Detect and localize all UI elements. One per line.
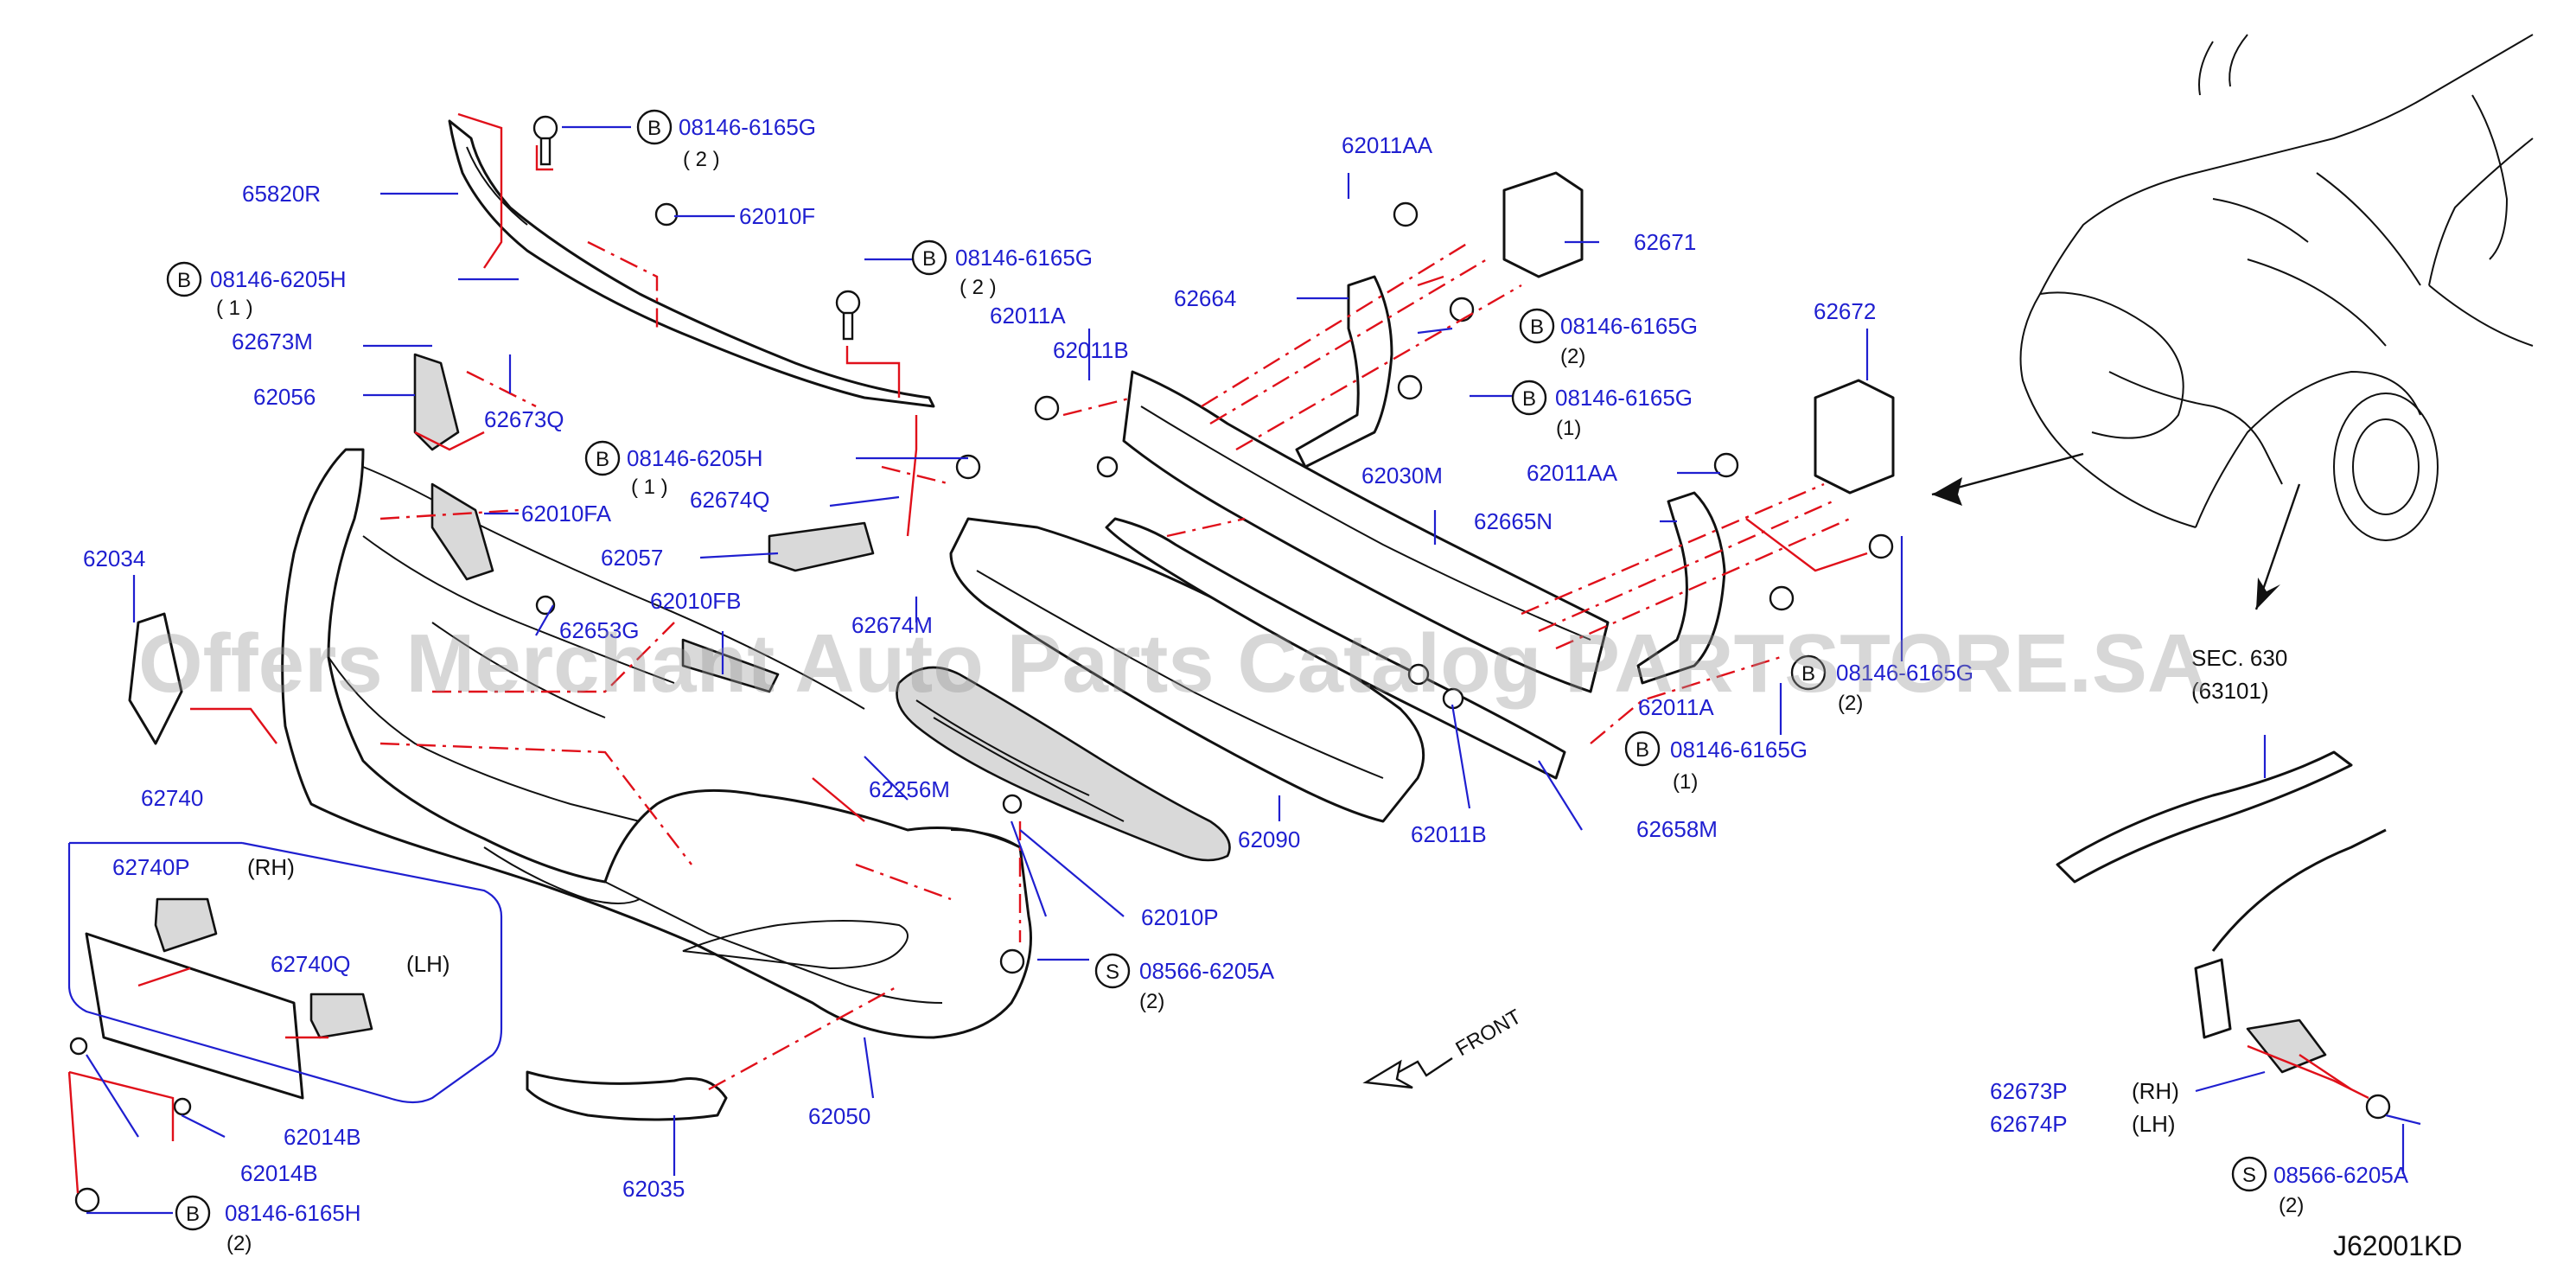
- qty-label: (2): [1838, 692, 1863, 715]
- part-label-62674M: 62674M: [851, 612, 933, 638]
- qty-label: ( 2 ): [960, 276, 997, 299]
- part-label-62672: 62672: [1814, 298, 1876, 324]
- screw-callout: S: [1106, 961, 1119, 984]
- callout-circles: B B B B B S B B B B S: [166, 109, 2267, 1231]
- part-label-62030M: 62030M: [1361, 463, 1443, 488]
- qty-label: (2): [1560, 345, 1585, 368]
- screw-label: 08566-6205A: [2273, 1162, 2409, 1188]
- bolt-label: 08146-6165H: [225, 1200, 361, 1226]
- bolt-label: 08146-6165G: [1555, 385, 1693, 411]
- bolt-callout: B: [596, 448, 609, 471]
- part-label-62671: 62671: [1634, 229, 1696, 255]
- side-label-rh: (RH): [2132, 1078, 2179, 1104]
- qty-label: ( 2 ): [683, 148, 720, 171]
- part-label-62665N: 62665N: [1474, 508, 1553, 534]
- part-label-62673M: 62673M: [232, 329, 313, 354]
- bolt-label: 08146-6205H: [627, 445, 763, 471]
- bolt-label: 08146-6165G: [1670, 737, 1808, 763]
- front-direction-arrow: FRONT: [1362, 1005, 1526, 1089]
- qty-label: ( 1 ): [631, 476, 668, 499]
- bolt-callout: B: [1522, 387, 1536, 411]
- part-label-62653G: 62653G: [559, 617, 640, 643]
- part-label-62090: 62090: [1238, 827, 1300, 852]
- part-label-62011AA: 62011AA: [1527, 460, 1618, 486]
- part-label-62014B: 62014B: [284, 1124, 361, 1150]
- section-ref: SEC. 630: [2191, 645, 2287, 671]
- side-label-rh: (RH): [247, 854, 295, 880]
- brackets: [1295, 171, 1895, 685]
- qty-label: (2): [1139, 990, 1164, 1013]
- screw-callout: S: [2242, 1164, 2256, 1187]
- bolt-label: 08146-6205H: [210, 266, 347, 292]
- qty-label: (1): [1673, 770, 1698, 794]
- bolt-label: 08146-6165G: [679, 114, 816, 140]
- fasteners: [69, 115, 2391, 1213]
- part-label-62034: 62034: [83, 546, 145, 571]
- qty-label: (2): [2279, 1194, 2304, 1217]
- qty-label: (1): [1556, 417, 1581, 440]
- part-label-62658M: 62658M: [1636, 816, 1718, 842]
- arrow-to-bumper: [1931, 452, 2301, 610]
- front-label: FRONT: [1452, 1005, 1526, 1061]
- vehicle-outline: [2019, 34, 2534, 541]
- part-labels: 65820R 08146-6165G ( 2 ) 62010F 08146-61…: [83, 114, 2462, 1261]
- part-label-62740: 62740: [141, 785, 203, 811]
- part-label-62011AA: 62011AA: [1342, 132, 1433, 158]
- part-label-62050: 62050: [808, 1103, 870, 1129]
- part-label-62674P: 62674P: [1990, 1111, 2068, 1137]
- bolt-label: 08146-6165G: [1560, 313, 1698, 339]
- reinforcement-62030M: [1105, 370, 1610, 780]
- side-label-lh: (LH): [406, 951, 450, 977]
- section-ref-sub: (63101): [2191, 678, 2269, 704]
- part-label-62664: 62664: [1174, 285, 1236, 311]
- bolt-callout: B: [177, 269, 191, 292]
- upper-trim-65820R: [448, 119, 935, 408]
- part-label-62035: 62035: [622, 1176, 685, 1202]
- part-label-62740Q: 62740Q: [271, 951, 351, 977]
- part-label-62014B: 62014B: [240, 1160, 318, 1186]
- part-label-62057: 62057: [601, 545, 663, 571]
- qty-label: (2): [226, 1232, 252, 1255]
- leader-lines: [67, 125, 2421, 1215]
- part-label-62011A: 62011A: [1638, 694, 1714, 720]
- bolt-callout: B: [1801, 662, 1815, 686]
- bolt-callout: B: [1530, 316, 1544, 339]
- screw-label: 08566-6205A: [1139, 958, 1275, 984]
- bolt-callout: B: [1636, 738, 1649, 762]
- qty-label: ( 1 ): [216, 297, 253, 320]
- bolt-label: 08146-6165G: [1836, 660, 1973, 686]
- grille-62256M: [896, 666, 1231, 862]
- bolt-label: 08146-6165G: [955, 245, 1093, 271]
- part-label-65820R: 65820R: [242, 181, 321, 207]
- part-label-62740P: 62740P: [112, 854, 190, 880]
- bolt-callout: B: [922, 247, 936, 271]
- watermark: Offers Merchant Auto Parts Catalog PARTS…: [138, 617, 2207, 710]
- part-label-62673Q: 62673Q: [484, 406, 564, 432]
- side-label-lh: (LH): [2132, 1111, 2176, 1137]
- part-label-62674Q: 62674Q: [690, 487, 770, 513]
- bolt-callout: B: [647, 117, 661, 140]
- bumper-fascia-62050: [281, 448, 1032, 1039]
- part-label-62010P: 62010P: [1141, 904, 1219, 930]
- part-label-62011B: 62011B: [1053, 337, 1129, 363]
- part-label-62011A: 62011A: [990, 303, 1066, 329]
- part-label-62256M: 62256M: [869, 776, 950, 802]
- part-label-62011B: 62011B: [1411, 821, 1487, 847]
- part-label-62056: 62056: [253, 384, 316, 410]
- part-label-62010FB: 62010FB: [650, 588, 742, 614]
- diagram-id: J62001KD: [2333, 1230, 2462, 1261]
- assembly-lines: [67, 112, 2369, 1194]
- part-label-62673P: 62673P: [1990, 1078, 2068, 1104]
- part-label-62010FA: 62010FA: [521, 501, 612, 527]
- bolt-callout: B: [186, 1203, 200, 1226]
- part-label-62010F: 62010F: [739, 203, 815, 229]
